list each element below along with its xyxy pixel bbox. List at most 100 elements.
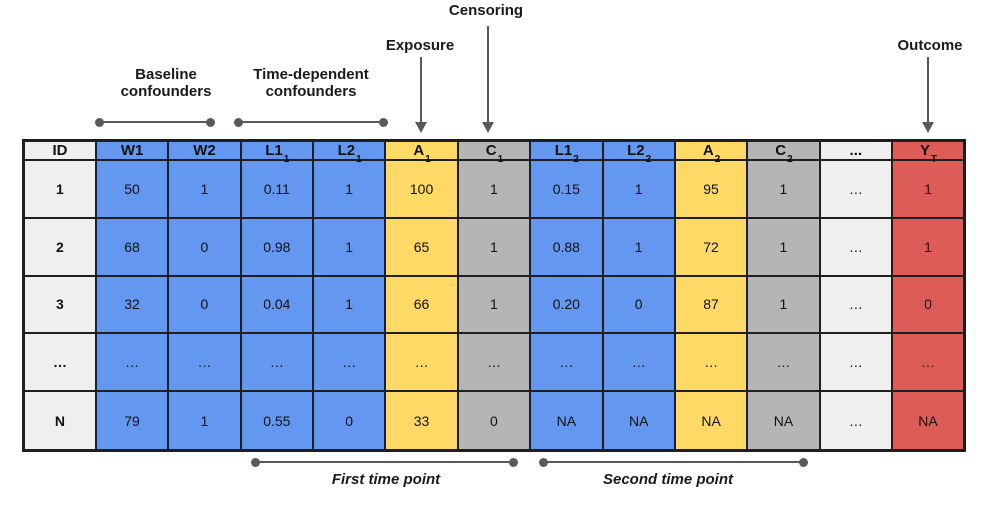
cell-r2c10: 1 — [746, 274, 821, 335]
header-cell-L11: L11 — [239, 139, 315, 165]
cell-r3c5: … — [384, 332, 459, 393]
cell-r4c3: 0.55 — [239, 390, 315, 452]
baseline-confounders-label: Baseline confounders — [120, 66, 212, 100]
cell-r3c7: … — [529, 332, 604, 393]
cell-r1c2: 0 — [167, 216, 242, 277]
cell-r3c0: … — [22, 332, 97, 393]
header-cell-C2: C2 — [746, 139, 821, 165]
outcome-label: Outcome — [897, 37, 963, 54]
header-cell-ID: ID — [22, 139, 97, 161]
cell-r0c1: 50 — [94, 159, 170, 219]
cell-r1c10: 1 — [746, 216, 821, 277]
cell-r4c2: 1 — [167, 390, 242, 452]
cell-r4c9: NA — [673, 390, 749, 452]
cell-r0c6: 1 — [456, 159, 532, 219]
bracket-dot — [95, 117, 104, 127]
cell-r4c10: NA — [746, 390, 821, 452]
cell-r1c5: 65 — [384, 216, 459, 277]
bracket-dot — [251, 457, 260, 467]
time-dependent-confounders-label: Time-dependent confounders — [253, 66, 369, 100]
cell-r1c1: 68 — [94, 216, 170, 277]
cell-r0c2: 1 — [167, 159, 242, 219]
bracket-dot — [379, 117, 388, 127]
bracket-dot — [234, 117, 243, 127]
cell-r2c6: 1 — [456, 274, 532, 335]
cell-r3c3: … — [239, 332, 315, 393]
header-cell-L22: L22 — [601, 139, 676, 165]
cell-r3c9: … — [673, 332, 749, 393]
cell-r0c7: 0.15 — [529, 159, 604, 219]
cell-r2c2: 0 — [167, 274, 242, 335]
first-time-point-bracket — [251, 457, 518, 467]
cell-r3c8: … — [601, 332, 676, 393]
cell-r2c4: 1 — [311, 274, 387, 335]
censoring-label: Censoring — [448, 2, 524, 19]
cell-r1c3: 0.98 — [239, 216, 315, 277]
table-row: ………………………………… — [22, 332, 966, 393]
header-cell-YT: YT — [891, 139, 966, 165]
cell-r4c5: 33 — [384, 390, 459, 452]
cell-r4c7: NA — [529, 390, 604, 452]
cell-r3c6: … — [456, 332, 532, 393]
cell-r0c9: 95 — [673, 159, 749, 219]
cell-r3c12: … — [891, 332, 966, 393]
cell-r0c3: 0.11 — [239, 159, 315, 219]
header-cell-W2: W2 — [167, 139, 242, 161]
bracket-dot — [509, 457, 518, 467]
cell-r1c6: 1 — [456, 216, 532, 277]
bracket-dot — [206, 117, 215, 127]
time-dependent-confounders-bracket — [234, 117, 388, 127]
exposure-arrow-icon — [415, 57, 427, 133]
header-cell-L12: L12 — [529, 139, 604, 165]
cell-r4c1: 79 — [94, 390, 170, 452]
cell-r3c2: … — [167, 332, 242, 393]
outcome-arrow-icon — [922, 57, 934, 133]
cell-r0c12: 1 — [891, 159, 966, 219]
cell-r4c8: NA — [601, 390, 676, 452]
cell-r2c3: 0.04 — [239, 274, 315, 335]
cell-r1c0: 2 — [22, 216, 97, 277]
bracket-dot — [799, 457, 808, 467]
cell-r3c1: … — [94, 332, 170, 393]
cell-r2c8: 0 — [601, 274, 676, 335]
cell-r0c0: 1 — [22, 159, 97, 219]
cell-r4c11: … — [818, 390, 894, 452]
baseline-confounders-bracket — [95, 117, 215, 127]
cell-r1c4: 1 — [311, 216, 387, 277]
header-cell-: ... — [818, 139, 894, 161]
second-time-point-bracket — [539, 457, 808, 467]
exposure-label: Exposure — [385, 37, 455, 54]
header-cell-A1: A1 — [384, 139, 459, 165]
cell-r0c11: … — [818, 159, 894, 219]
cell-r2c9: 87 — [673, 274, 749, 335]
cell-r0c10: 1 — [746, 159, 821, 219]
cell-r0c5: 100 — [384, 159, 459, 219]
cell-r4c6: 0 — [456, 390, 532, 452]
cell-r4c12: NA — [891, 390, 966, 452]
cell-r1c7: 0.88 — [529, 216, 604, 277]
cell-r2c11: … — [818, 274, 894, 335]
cell-r1c11: … — [818, 216, 894, 277]
cell-r2c5: 66 — [384, 274, 459, 335]
header-cell-L21: L21 — [311, 139, 387, 165]
cell-r3c11: … — [818, 332, 894, 393]
cell-r4c0: N — [22, 390, 97, 452]
cell-r1c9: 72 — [673, 216, 749, 277]
header-cell-W1: W1 — [94, 139, 170, 161]
cell-r2c7: 0.20 — [529, 274, 604, 335]
censoring-arrow-icon — [482, 26, 494, 133]
cell-r4c4: 0 — [311, 390, 387, 452]
cell-r2c1: 32 — [94, 274, 170, 335]
first-time-point-label: First time point — [331, 471, 441, 488]
header-cell-C1: C1 — [456, 139, 532, 165]
cell-r0c8: 1 — [601, 159, 676, 219]
